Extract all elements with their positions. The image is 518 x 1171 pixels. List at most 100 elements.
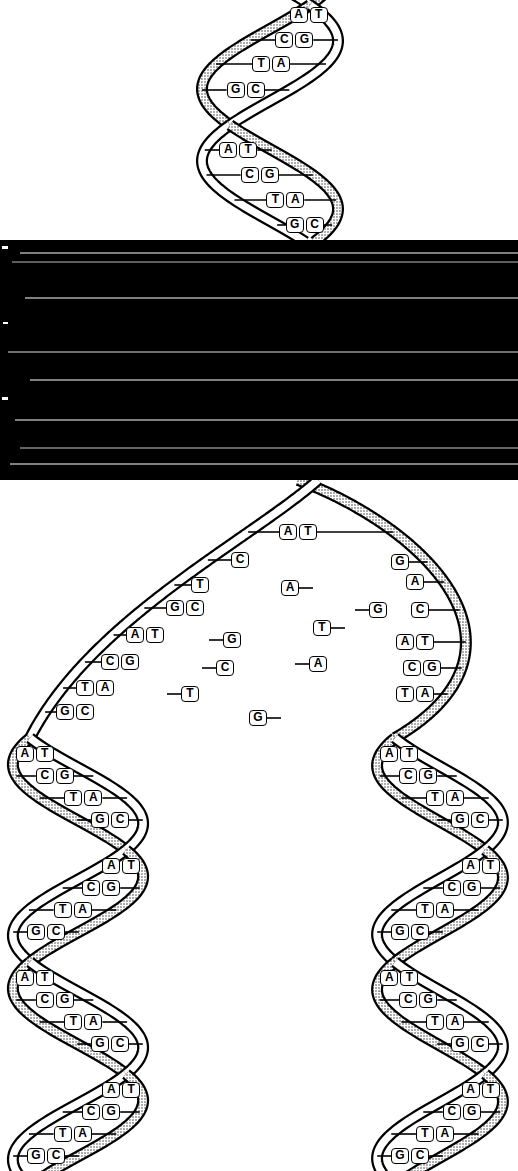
base-stick (120, 887, 140, 889)
base-stick (401, 1021, 426, 1023)
base-letter: T (400, 746, 418, 762)
base-letter: G (102, 880, 120, 896)
base-letter: C (186, 600, 204, 616)
base-letter: G (261, 167, 279, 183)
helix-strand (395, 962, 503, 1074)
parent-strand (30, 480, 318, 738)
base-stick (423, 1111, 443, 1113)
base-letter: G (121, 654, 139, 670)
base-stick (481, 1111, 501, 1113)
base-letter: T (426, 790, 444, 806)
base-letter: A (272, 56, 290, 72)
parent-strand (30, 480, 318, 738)
base-letter: C (82, 1104, 100, 1120)
base-stick (437, 775, 457, 777)
base-letter: G (286, 217, 304, 233)
base-letter: T (54, 1126, 72, 1142)
band-line (15, 420, 518, 421)
base-letter: A (416, 686, 434, 702)
base-letter: A (406, 574, 424, 590)
helix-strand (13, 962, 126, 1074)
base-letter: C (403, 660, 421, 676)
base-letter: T (313, 620, 331, 636)
base-letter: C (275, 32, 293, 48)
base-stick (114, 634, 126, 636)
base-stick (63, 687, 76, 689)
base-stick (13, 931, 27, 933)
base-letter: A (126, 627, 144, 643)
base-stick (324, 224, 333, 226)
base-stick (377, 931, 391, 933)
base-letter: T (36, 746, 54, 762)
base-stick (489, 1043, 503, 1045)
helix-strand (13, 738, 126, 850)
base-stick (489, 819, 503, 821)
base-stick (77, 1043, 91, 1045)
base-stick (454, 1133, 479, 1135)
base-letter: G (391, 924, 409, 940)
base-stick (74, 999, 94, 1001)
base-letter: G (463, 880, 481, 896)
base-stick (429, 609, 460, 611)
base-letter: T (396, 686, 414, 702)
base-stick (429, 1155, 443, 1157)
base-stick (234, 199, 266, 201)
base-letter: T (310, 7, 328, 23)
base-letter: G (451, 1036, 469, 1052)
helix-strand (30, 850, 143, 962)
helix-strand (395, 850, 503, 962)
base-stick (29, 909, 54, 911)
base-letter: T (482, 858, 500, 874)
base-letter: C (399, 768, 417, 784)
base-stick (377, 1155, 391, 1157)
helix-strand (395, 738, 503, 850)
stick-group (13, 40, 503, 1156)
base-stick (16, 775, 36, 777)
helix-strand (202, 125, 306, 242)
base-letter: G (423, 660, 441, 676)
base-letter: C (82, 880, 100, 896)
band-tick (3, 322, 8, 324)
base-stick (65, 1155, 79, 1157)
base-stick (313, 39, 338, 41)
band-line (30, 380, 518, 381)
base-letter: T (299, 524, 317, 540)
base-stick (277, 224, 286, 226)
base-letter: G (369, 602, 387, 618)
base-stick (391, 1133, 416, 1135)
base-letter: A (446, 1014, 464, 1030)
base-letter: G (102, 1104, 120, 1120)
base-letter: C (443, 880, 461, 896)
base-letter: A (96, 680, 114, 696)
base-letter: T (400, 970, 418, 986)
base-stick (424, 581, 444, 583)
base-stick (129, 1043, 143, 1045)
base-letter: G (223, 632, 241, 648)
helix-strand (30, 962, 143, 1074)
helix-strand (13, 962, 126, 1074)
base-letter: T (426, 1014, 444, 1030)
band-tick (2, 397, 8, 400)
base-stick (434, 641, 466, 643)
base-stick (290, 63, 326, 65)
base-stick (409, 561, 428, 563)
base-letter: A (102, 858, 120, 874)
base-letter: G (91, 1036, 109, 1052)
helix-strand (396, 1074, 503, 1171)
base-letter: A (380, 970, 398, 986)
base-stick (40, 1021, 65, 1023)
helix-strand (13, 1074, 126, 1171)
base-letter: C (36, 992, 54, 1008)
base-letter: G (419, 768, 437, 784)
base-stick (267, 717, 281, 719)
base-stick (16, 999, 36, 1001)
base-letter: T (416, 634, 434, 650)
base-stick (102, 797, 127, 799)
base-letter: C (306, 217, 324, 233)
strand-group (13, 0, 503, 1171)
base-stick (216, 63, 252, 65)
base-stick (391, 909, 416, 911)
base-letter: A (396, 634, 414, 650)
base-stick (205, 149, 219, 151)
